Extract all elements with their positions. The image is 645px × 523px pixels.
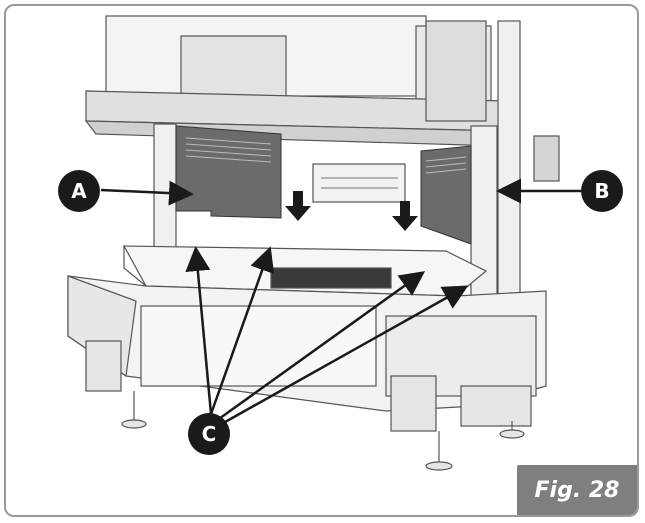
panel-a [175,125,282,219]
vertical-posts [153,20,560,312]
center-bracket [312,163,406,203]
callout-a: A [58,170,100,212]
panel-b [420,145,472,245]
callout-b: B [581,170,623,212]
svg-text:C: C [202,422,217,446]
upper-housing [84,15,507,147]
feet [85,340,532,471]
figure-frame: A B C Fig. 28 [4,4,639,517]
callout-c: C [188,413,230,455]
tray [122,245,488,297]
svg-text:B: B [594,179,609,203]
machine-drawing: A B C [58,15,623,471]
svg-text:A: A [71,179,87,203]
figure-label: Fig. 28 [517,465,637,515]
leader-lines [100,178,581,428]
down-arrows [285,191,418,231]
